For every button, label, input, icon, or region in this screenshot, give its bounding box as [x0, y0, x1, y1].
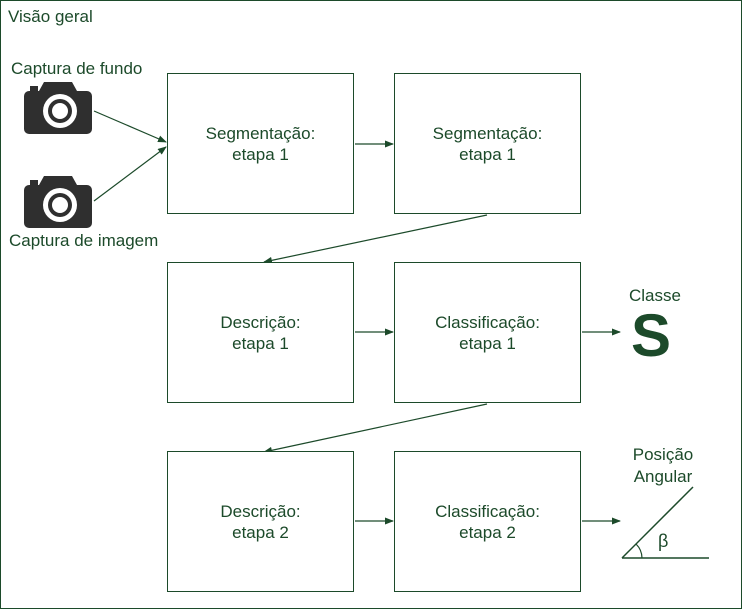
angle-icon [621, 486, 709, 559]
class-value: S [630, 302, 672, 369]
segmentation-stage-1b-box: Segmentação: etapa 1 [394, 73, 581, 214]
description-stage-2-box: Descrição: etapa 2 [167, 451, 354, 592]
camera-icon [24, 82, 92, 134]
class-label: Classe [629, 286, 681, 305]
image-capture-label: Captura de imagem [9, 231, 159, 250]
page-title: Visão geral [8, 7, 93, 26]
classification-stage-2-box: Classificação: etapa 2 [394, 451, 581, 592]
stage-step: etapa 1 [459, 333, 516, 353]
stage-step: etapa 2 [459, 522, 516, 542]
connector-arrow [263, 403, 488, 454]
stage-title: Classificação: [435, 501, 540, 521]
connector-arrow [93, 146, 167, 202]
background-capture-label: Captura de fundo [11, 59, 143, 78]
stage-step: etapa 2 [232, 522, 289, 542]
stage-title: Descrição: [220, 501, 301, 521]
connector-arrow [93, 110, 167, 143]
angular-position-label-line2: Angular [633, 467, 693, 486]
stage-title: Descrição: [220, 312, 301, 332]
angle-symbol: β [658, 531, 669, 551]
angular-position-label-line1: Posição [632, 445, 694, 464]
camera-icon [24, 176, 92, 228]
stage-step: etapa 1 [232, 333, 289, 353]
connector-arrow [263, 214, 488, 264]
stage-step: etapa 1 [459, 144, 516, 164]
classification-stage-1-box: Classificação: etapa 1 [394, 262, 581, 403]
stage-title: Segmentação: [432, 123, 543, 143]
stage-title: Classificação: [435, 312, 540, 332]
stage-step: etapa 1 [232, 144, 289, 164]
stage-title: Segmentação: [205, 123, 316, 143]
segmentation-stage-1-box: Segmentação: etapa 1 [167, 73, 354, 214]
description-stage-1-box: Descrição: etapa 1 [167, 262, 354, 403]
